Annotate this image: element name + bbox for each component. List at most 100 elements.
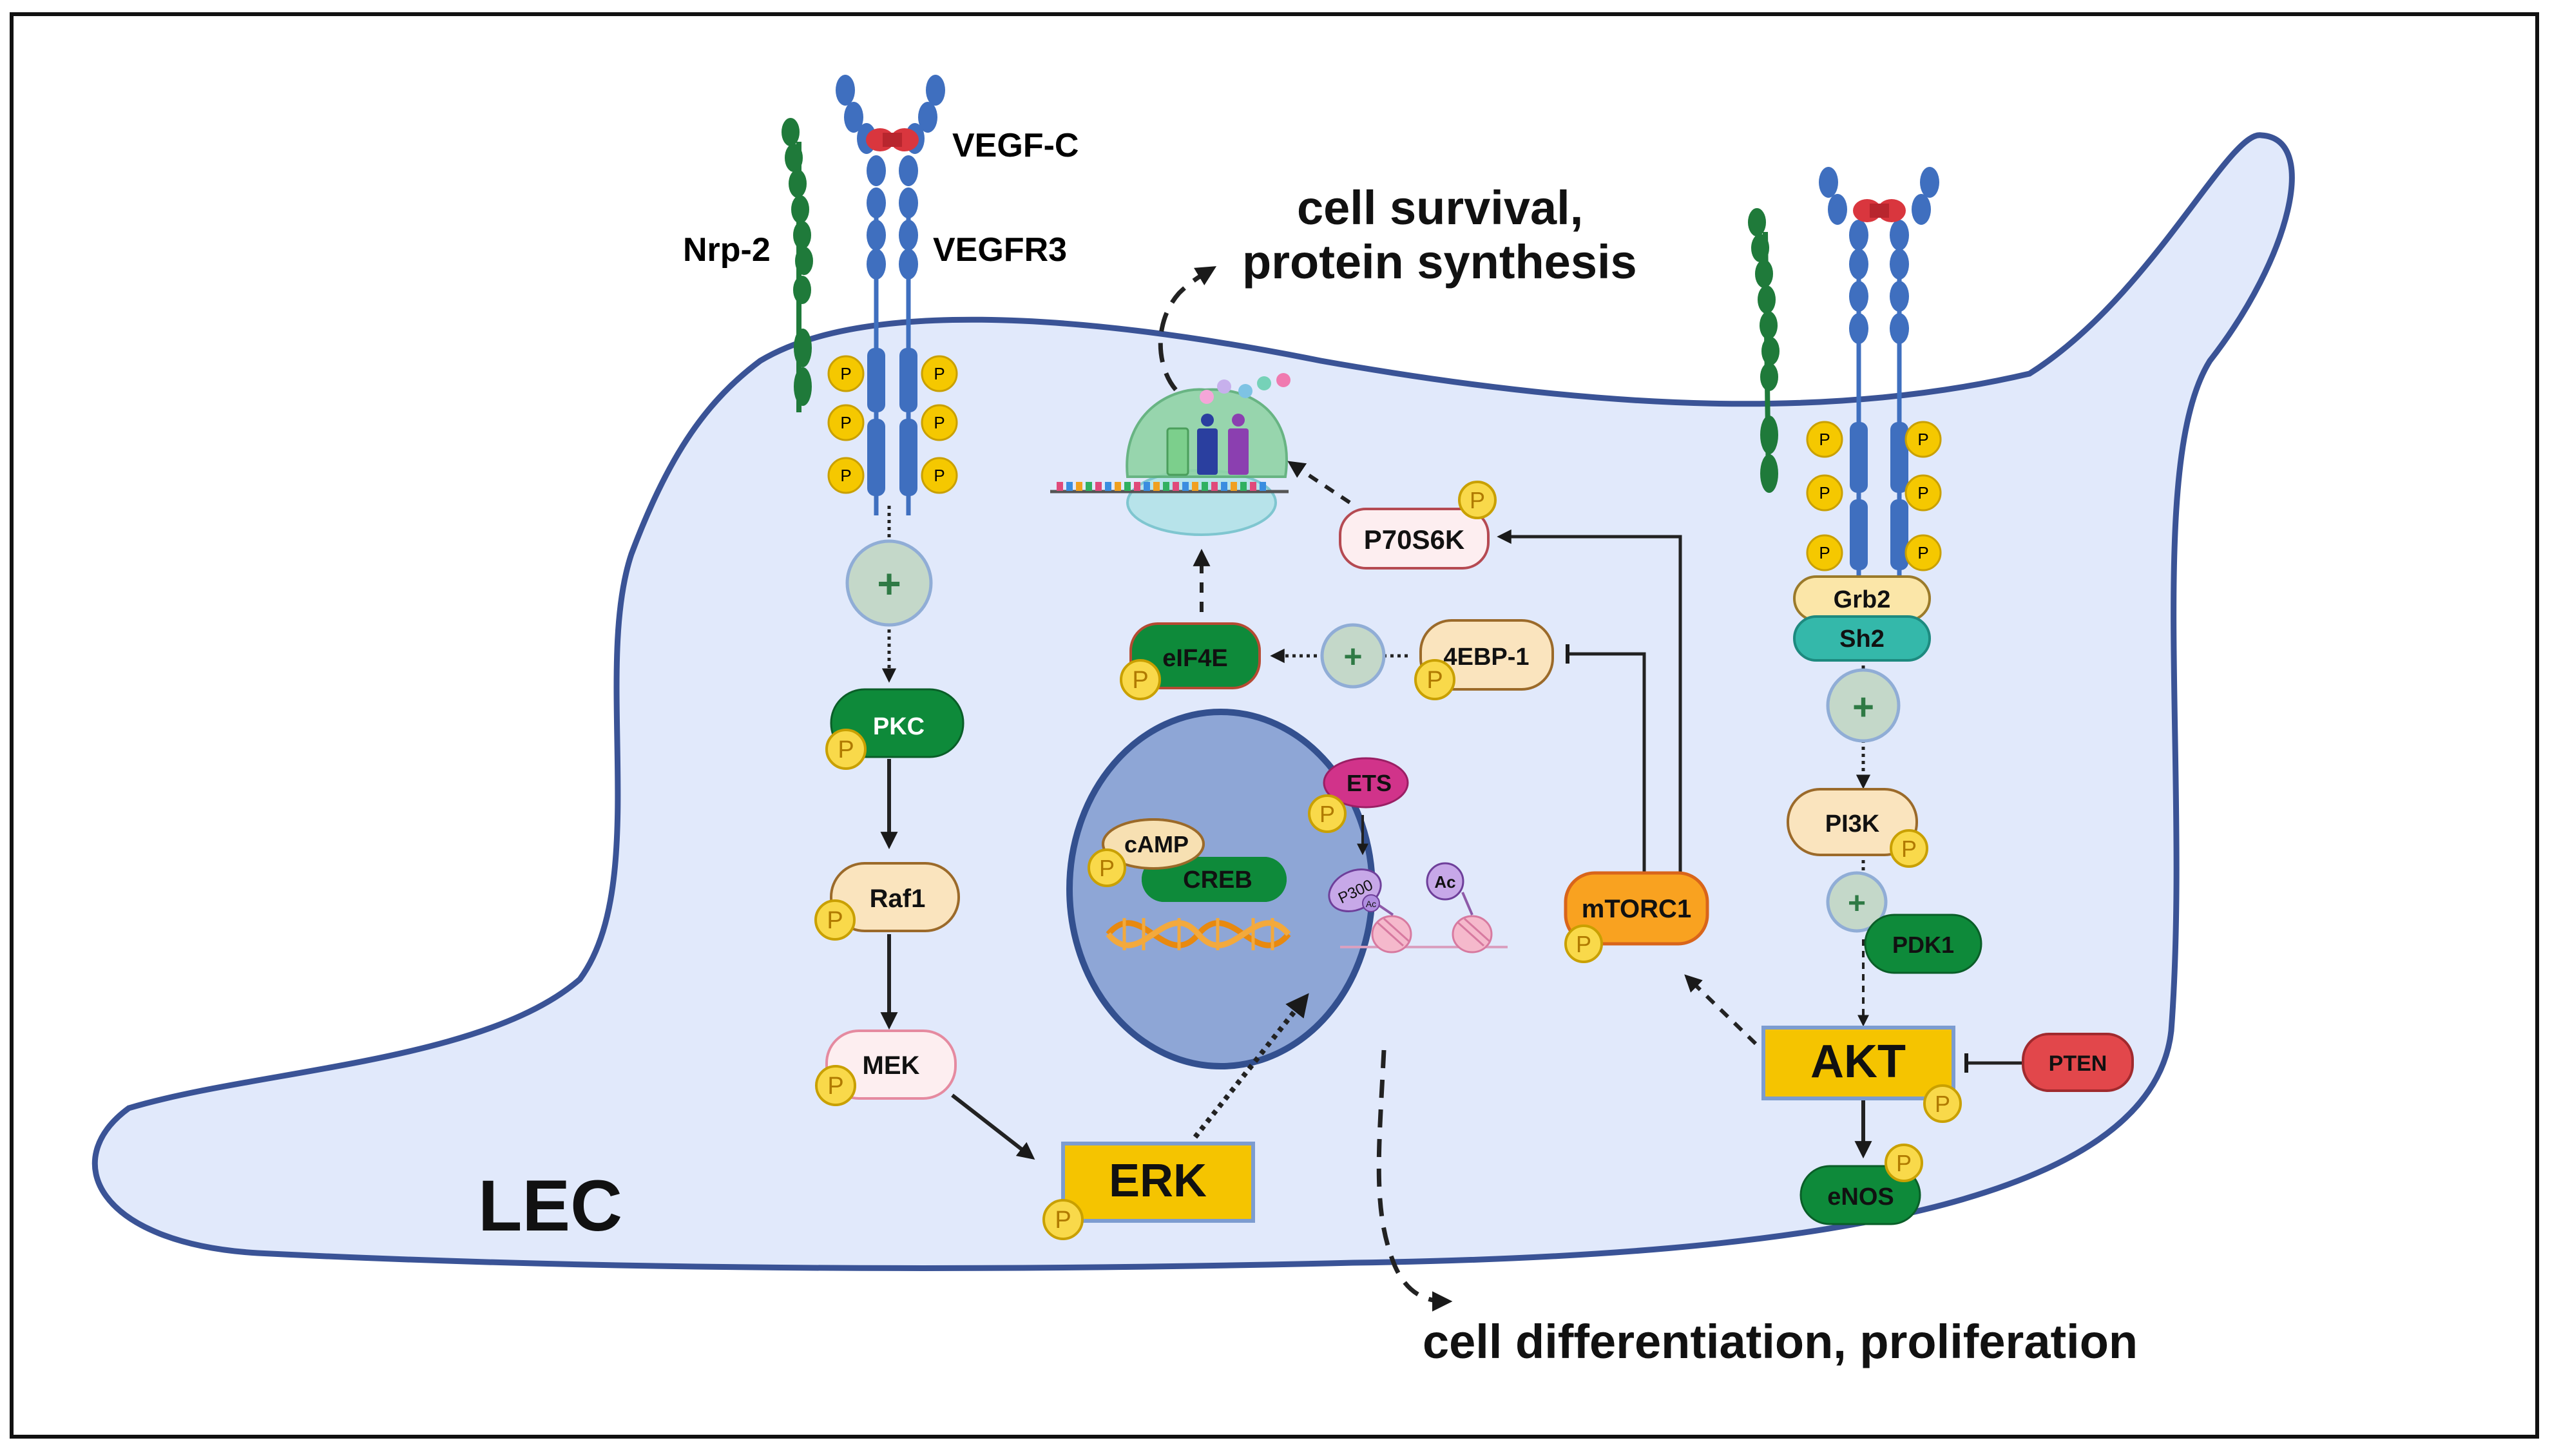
eif4e-node: eIF4E bbox=[1129, 622, 1261, 689]
vegfr3-chains-left bbox=[836, 75, 945, 515]
phospho-label: P bbox=[1470, 487, 1485, 513]
vegfr3-left-receptor: P P P P P P VEGF-C Nrp-2 VEGFR3 bbox=[683, 75, 1079, 515]
cell-label: LEC bbox=[478, 1165, 622, 1246]
edge-mek-to-erk bbox=[951, 1093, 1035, 1160]
vegfc-ligand-left bbox=[866, 128, 919, 151]
akt-node: AKT bbox=[1761, 1026, 1955, 1100]
enos-label: eNOS bbox=[1827, 1183, 1894, 1211]
activation-left bbox=[845, 539, 933, 627]
akt-label: AKT bbox=[1810, 1036, 1906, 1087]
phospho-label: P bbox=[1819, 483, 1830, 503]
camp-label: cAMP bbox=[1124, 831, 1189, 857]
nrp2-left bbox=[782, 118, 813, 412]
phospho-label: P bbox=[1917, 543, 1928, 562]
phospho-label: P bbox=[1319, 801, 1335, 827]
phospho-label: P bbox=[840, 364, 851, 383]
phospho-label: P bbox=[840, 413, 851, 432]
grb2-label: Grb2 bbox=[1834, 586, 1891, 613]
acetyl-label: Ac bbox=[1434, 872, 1455, 892]
outcome-survival-line2: protein synthesis bbox=[1242, 235, 1637, 289]
phospho-label: P bbox=[1426, 667, 1443, 694]
phospho-label: P bbox=[1901, 836, 1917, 862]
phospho-label: P bbox=[827, 907, 843, 934]
phospho-label: P bbox=[1917, 483, 1928, 503]
phospho-label: P bbox=[1132, 667, 1148, 694]
phospho-cluster-right: P P P P P P bbox=[1806, 421, 1942, 571]
pi3k-label: PI3K bbox=[1825, 810, 1880, 838]
phospho-mek: P bbox=[815, 1065, 856, 1106]
mek-node: MEK bbox=[825, 1030, 957, 1100]
pdk1-node: PDK1 bbox=[1864, 914, 1982, 974]
enos-node: eNOS bbox=[1799, 1165, 1921, 1225]
4ebp1-label: 4EBP-1 bbox=[1443, 644, 1529, 671]
activation-pdk1 bbox=[1826, 871, 1888, 933]
histone-acetylation-icon bbox=[1328, 862, 1508, 953]
phospho-label: P bbox=[1819, 543, 1830, 562]
pi3k-node: PI3K bbox=[1787, 788, 1918, 856]
phospho-label: P bbox=[1099, 855, 1115, 881]
edge-mtorc1-to-p70s6k bbox=[1497, 529, 1682, 892]
edge-nucleus-to-differentiation bbox=[1376, 1049, 1453, 1312]
phospho-label: P bbox=[838, 736, 854, 763]
outcome-differentiation: cell differentiation, proliferation bbox=[1423, 1315, 2138, 1368]
nrp2-right bbox=[1748, 208, 1780, 493]
pten-node: PTEN bbox=[2022, 1033, 2134, 1092]
activation-4ebp1 bbox=[1320, 623, 1386, 689]
pathway-edges bbox=[880, 266, 2023, 1312]
eif4e-label: eIF4E bbox=[1162, 645, 1227, 672]
phospho-akt: P bbox=[1923, 1084, 1962, 1123]
edge-akt-to-mtorc1 bbox=[1684, 974, 1758, 1046]
erk-node: ERK bbox=[1061, 1142, 1255, 1223]
camp-node-fill bbox=[1102, 818, 1205, 870]
ets-node bbox=[1323, 757, 1409, 809]
vegfr3-chains-right bbox=[1819, 167, 1939, 580]
phospho-mtorc1: P bbox=[1564, 924, 1603, 963]
vegfr3-right-receptor: P P P P P P bbox=[1748, 167, 1942, 580]
activation-label: + bbox=[1848, 886, 1866, 921]
activation-label: + bbox=[1852, 686, 1874, 728]
pten-label: PTEN bbox=[2049, 1051, 2107, 1076]
mek-label: MEK bbox=[863, 1051, 920, 1080]
pdk1-label: PDK1 bbox=[1892, 932, 1954, 958]
phospho-label: P bbox=[934, 364, 945, 383]
mtorc1-label: mTORC1 bbox=[1582, 895, 1691, 923]
activation-circles: + + + + bbox=[845, 539, 1901, 933]
outcome-survival-line1: cell survival, bbox=[1297, 181, 1583, 235]
vegfc-label: VEGF-C bbox=[952, 127, 1079, 164]
phospho-pi3k: P bbox=[1890, 829, 1928, 868]
phospho-raf1: P bbox=[814, 899, 856, 941]
phospho-label: P bbox=[1917, 430, 1928, 449]
phospho-p70s6k: P bbox=[1458, 481, 1497, 519]
edge-ribosome-to-survival bbox=[1158, 266, 1217, 392]
phospho-enos: P bbox=[1885, 1144, 1923, 1182]
ribosome-mrna-icon bbox=[1050, 373, 1290, 536]
pkc-label: PKC bbox=[873, 713, 925, 740]
creb-node-fill bbox=[1142, 857, 1287, 902]
phospho-label: P bbox=[840, 466, 851, 485]
nrp2-label: Nrp-2 bbox=[683, 231, 771, 269]
activation-right bbox=[1826, 668, 1901, 743]
phospho-eif4e: P bbox=[1120, 659, 1161, 700]
mrna-codons bbox=[1057, 482, 1266, 491]
phospho-4ebp1: P bbox=[1414, 659, 1455, 700]
acetyl-small-label: Ac bbox=[1366, 899, 1376, 909]
nucleosome-icon bbox=[1371, 915, 1412, 953]
ets-label: ETS bbox=[1347, 770, 1392, 796]
edge-p70s6k-to-ribosome bbox=[1287, 461, 1351, 504]
phospho-label: P bbox=[934, 466, 945, 485]
phospho-pkc: P bbox=[825, 729, 867, 770]
vegfr3-label: VEGFR3 bbox=[933, 231, 1067, 269]
edge-erk-to-nucleus bbox=[1193, 993, 1309, 1139]
phospho-label: P bbox=[1576, 931, 1591, 957]
phospho-label: P bbox=[934, 413, 945, 432]
sh2-label: Sh2 bbox=[1839, 626, 1885, 653]
activation-label: + bbox=[877, 560, 901, 607]
erk-label: ERK bbox=[1109, 1155, 1207, 1207]
p70s6k-node: P70S6K bbox=[1339, 508, 1490, 570]
phospho-label: P bbox=[1896, 1150, 1912, 1176]
dna-helix-icon bbox=[1106, 918, 1291, 950]
phospho-label: P bbox=[827, 1073, 843, 1100]
creb-label: CREB bbox=[1183, 867, 1252, 894]
